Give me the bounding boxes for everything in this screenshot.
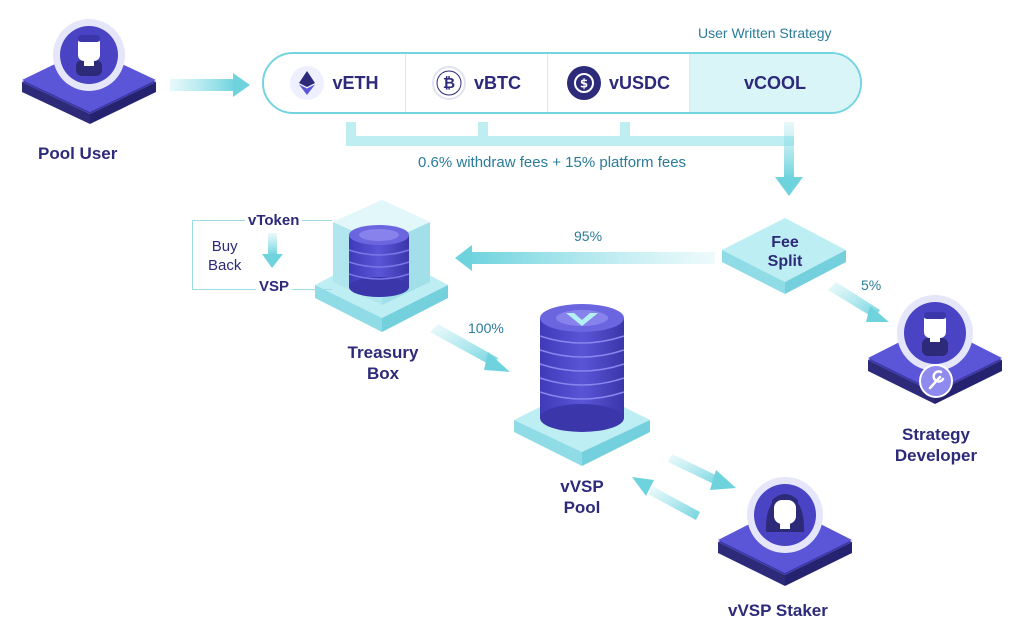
token-vbtc: ₿ vBTC xyxy=(406,54,548,112)
vvsp-pool-line2: Pool xyxy=(563,498,601,517)
svg-text:$: $ xyxy=(580,77,588,91)
fee-split-tile xyxy=(722,218,846,294)
pool-user-label: Pool User xyxy=(38,144,118,163)
bitcoin-icon: ₿ xyxy=(431,66,466,100)
arrow-treasury-to-pool xyxy=(430,324,510,372)
buyback-vsp-label: VSP xyxy=(256,278,293,295)
split-95-label: 95% xyxy=(574,228,603,244)
vvsp-pool-label: vVSP Pool xyxy=(552,476,612,518)
fee-collector-bracket xyxy=(346,122,803,196)
token-label: vETH xyxy=(332,72,379,93)
buyback-line1: Buy xyxy=(211,238,238,255)
vvsp-pool-line1: vVSP xyxy=(560,477,604,496)
strategy-developer-figure xyxy=(868,295,1002,404)
svg-text:₿: ₿ xyxy=(443,74,455,92)
buyback-vtoken-label: vToken xyxy=(245,212,303,229)
buyback-line2: Back xyxy=(208,257,242,274)
token-vusdc: $ vUSDC xyxy=(548,54,690,112)
strategy-developer-line1: Strategy xyxy=(901,425,971,444)
token-label: vUSDC xyxy=(608,72,670,93)
fee-split-line2: Split xyxy=(767,253,803,270)
vvsp-staker-figure xyxy=(718,477,852,586)
treasury-line1: Treasury xyxy=(347,343,419,362)
split-5-label: 5% xyxy=(861,277,882,293)
strategy-label: User Written Strategy xyxy=(698,25,832,41)
arrow-fee-split-to-developer xyxy=(828,282,889,322)
arrow-staker-to-pool xyxy=(632,477,700,520)
token-vcool: vCOOL xyxy=(690,54,860,112)
buyback-label: Buy Back xyxy=(208,237,241,275)
buyback-down-arrow xyxy=(262,233,283,268)
treasury-label: Treasury Box xyxy=(340,342,426,384)
arrow-fee-split-to-treasury xyxy=(455,245,715,271)
fees-note: 0.6% withdraw fees + 15% platform fees xyxy=(418,154,687,171)
arrow-pool-user-to-strategy xyxy=(170,73,250,97)
vvsp-staker-label: vVSP Staker xyxy=(728,601,828,620)
token-label: vBTC xyxy=(473,72,521,93)
treasury-box xyxy=(315,200,448,332)
strategy-developer-line2: Developer xyxy=(894,446,978,465)
arrow-pool-to-staker xyxy=(668,454,736,490)
usdc-icon: $ xyxy=(566,66,601,100)
fee-split-line1: Fee xyxy=(771,234,799,251)
vvsp-pool-stack xyxy=(514,304,650,466)
strategy-developer-label: Strategy Developer xyxy=(886,424,986,466)
pool-user-figure xyxy=(22,19,156,124)
token-label: vCOOL xyxy=(743,72,806,93)
token-veth: vETH xyxy=(264,54,406,112)
transfer-100-label: 100% xyxy=(468,320,504,336)
fee-split-label: Fee Split xyxy=(760,233,810,271)
ethereum-icon xyxy=(290,66,325,100)
treasury-line2: Box xyxy=(366,364,400,383)
strategy-token-bar: vETH ₿ vBTC $ vUSDC vCOOL xyxy=(262,52,862,114)
